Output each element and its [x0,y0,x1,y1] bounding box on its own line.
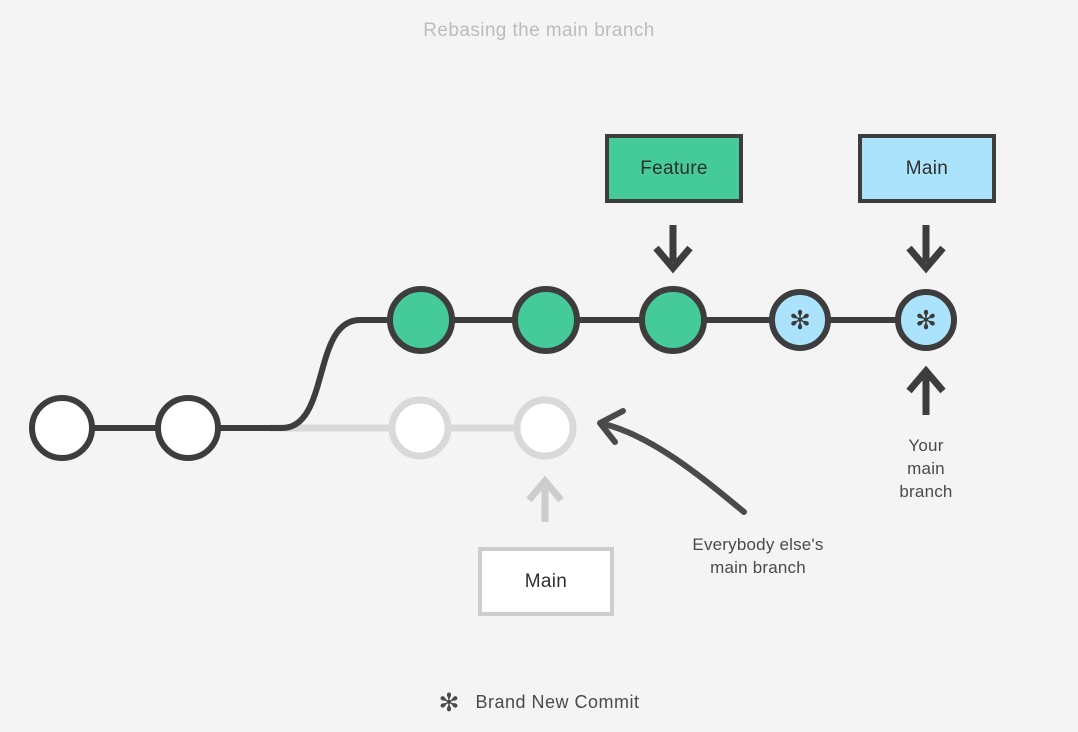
asterisk-icon: ✻ [438,688,460,717]
label-box-main-bottom[interactable]: Main [478,547,614,616]
legend-label: Brand New Commit [475,692,640,712]
commit-node-new-1[interactable] [769,289,831,351]
commit-node-base-2[interactable] [155,395,221,461]
commit-node-new-2[interactable] [895,289,957,351]
commit-node-feature-3[interactable] [639,286,707,354]
label-box-feature[interactable]: Feature [605,134,743,203]
asterisk-icon: ✻ [789,306,811,336]
arrow-curved-everybody-icon [597,408,747,515]
arrow-up-main-bottom-icon [526,475,564,522]
legend: ✻ Brand New Commit [0,690,1078,715]
label-box-main-top-text: Main [905,157,949,179]
label-box-feature-text: Feature [640,157,708,179]
asterisk-icon: ✻ [915,306,937,336]
arrow-up-your-branch-icon [906,365,946,415]
label-box-main-bottom-text: Main [524,570,568,592]
branch-curve [279,317,424,431]
commit-node-faded-1[interactable] [388,396,452,460]
commit-node-feature-2[interactable] [512,286,580,354]
caption-your-main-branch: Your main branch [899,436,953,501]
commit-node-faded-2[interactable] [513,396,577,460]
page-title: Rebasing the main branch [423,20,655,41]
commit-node-base-1[interactable] [29,395,95,461]
commit-node-feature-1[interactable] [387,286,455,354]
arrow-down-feature-icon [653,225,693,274]
caption-everybody-else-main-branch: Everybody else's main branch [692,535,824,577]
arrow-down-main-icon [906,225,946,274]
label-box-main-top[interactable]: Main [858,134,996,203]
